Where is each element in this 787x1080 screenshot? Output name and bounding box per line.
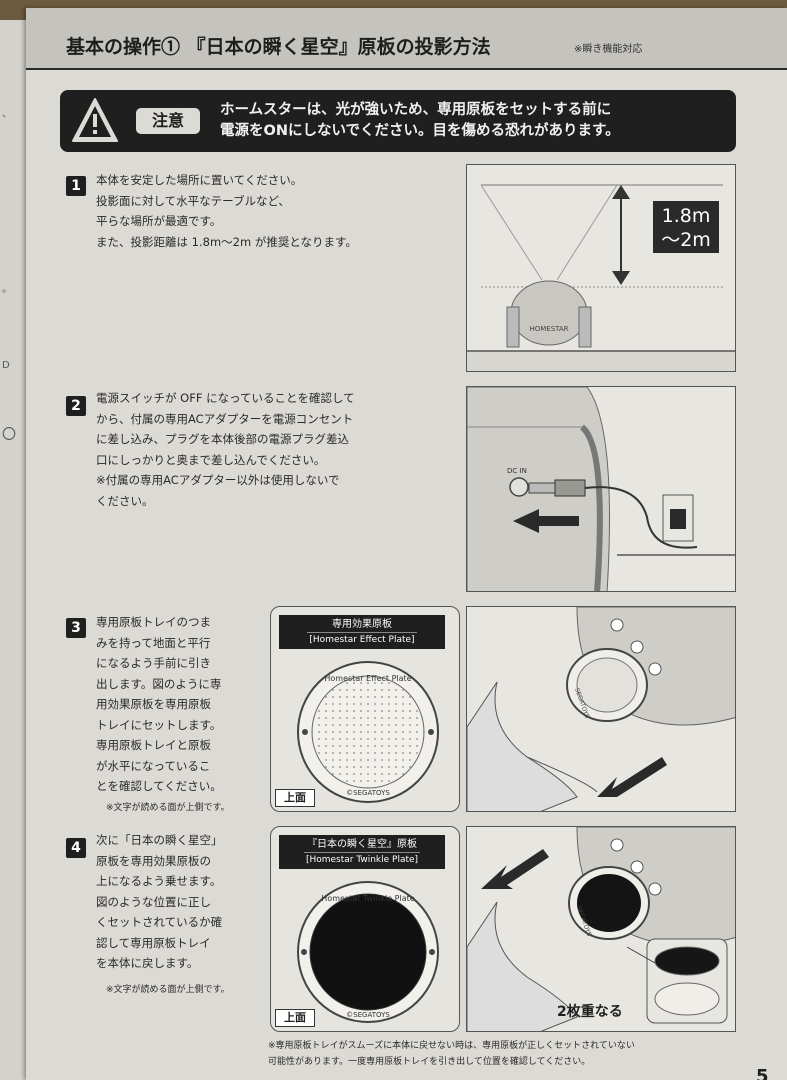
effect-tray-illustration: SEGATOYS: [466, 606, 736, 812]
step-3-text: 専用原板トレイのつま みを持って地面と平行 になるよう手前に引き 出します。図の…: [96, 612, 222, 797]
step-line: 専用原板トレイのつま: [96, 615, 211, 629]
step-line: になるよう手前に引き: [96, 656, 211, 670]
prev-page-mark: 〇: [2, 427, 16, 443]
page-number: 5: [756, 1066, 769, 1080]
twinkle-tray-illustration: SEGATOYS 2枚重なる: [466, 826, 736, 1032]
step-line: くセットされているか確: [96, 915, 223, 929]
twinkle-plate-label: 『日本の瞬く星空』原板 [Homestar Twinkle Plate]: [279, 835, 445, 869]
step-2-text: 電源スイッチが OFF になっていることを確認して から、付属の専用ACアダプタ…: [96, 388, 355, 511]
page-title: 基本の操作① 『日本の瞬く星空』原板の投影方法: [66, 36, 491, 58]
step-number: 1: [66, 176, 86, 196]
page-header: 基本の操作① 『日本の瞬く星空』原板の投影方法 ※瞬き機能対応: [26, 8, 787, 70]
manual-page: 基本の操作① 『日本の瞬く星空』原板の投影方法 ※瞬き機能対応 注意 ホームスタ…: [26, 8, 787, 1080]
step-number: 2: [66, 396, 86, 416]
effect-plate-title: 専用効果原板: [332, 619, 392, 630]
step-line: 次に「日本の瞬く星空」: [96, 833, 223, 847]
twinkle-plate-box: 『日本の瞬く星空』原板 [Homestar Twinkle Plate] Hom…: [270, 826, 460, 1032]
step-line: に差し込み、プラグを本体後部の電源プラグ差込: [96, 432, 349, 446]
distance-label: 1.8m 〜2m: [653, 201, 719, 253]
effect-plate-disc: Homestar Effect Plate ©SEGATOYS: [297, 661, 439, 803]
effect-plate-subtitle: [Homestar Effect Plate]: [307, 632, 417, 648]
power-connection-diagram: DC IN: [467, 387, 735, 591]
dc-in-label: DC IN: [507, 467, 527, 475]
distance-line: 〜2m: [661, 229, 711, 251]
footer-note-line: 可能性があります。一度専用原板トレイを引き出して位置を確認してください。: [268, 1057, 591, 1067]
step-line: とを確認してください。: [96, 779, 222, 793]
power-illustration: DC IN: [466, 386, 736, 592]
twinkle-plate-subtitle: [Homestar Twinkle Plate]: [303, 852, 421, 868]
step-line: 図のような位置に正し: [96, 894, 211, 909]
step-line: ※付属の専用ACアダプター以外は使用しないで: [96, 473, 340, 487]
step-line: 電源スイッチが OFF になっていることを確認して: [96, 391, 355, 405]
step-line: ください。: [96, 493, 154, 508]
effect-plate-label: 専用効果原板 [Homestar Effect Plate]: [279, 615, 445, 649]
step-line: 専用原板トレイと原板: [96, 738, 211, 752]
step-line: 原板を専用効果原板の: [96, 853, 211, 868]
caution-line: ホームスターは、光が強いため、専用原板をセットする前に: [220, 102, 612, 118]
caution-label: 注意: [136, 108, 200, 134]
twinkle-plate-disc: Homestar Twinkle Plate ©SEGATOYS: [297, 881, 439, 1023]
tray-twinkle-diagram: SEGATOYS: [467, 827, 735, 1031]
projection-diagram: HOMESTAR: [467, 184, 735, 371]
step-line: が水平になっているこ: [96, 758, 211, 773]
footer-note-line: ※専用原板トレイがスムーズに本体に戻せない時は、専用原板が正しくセットされていな…: [268, 1041, 635, 1051]
twinkle-top-label: 上面: [275, 1009, 315, 1027]
step-4-text: 次に「日本の瞬く星空」 原板を専用効果原板の 上になるよう乗せます。 図のような…: [96, 830, 223, 974]
effect-top-label: 上面: [275, 789, 315, 807]
step-line: 口にしっかりと奥まで差し込んでください。: [96, 452, 326, 467]
caution-banner: 注意 ホームスターは、光が強いため、専用原板をセットする前に 電源をONにしない…: [60, 90, 736, 152]
device-label: HOMESTAR: [529, 325, 568, 333]
step-3-note: ※文字が読める面が上側です。: [106, 803, 230, 813]
caution-text: ホームスターは、光が強いため、専用原板をセットする前に 電源をONにしないでくだ…: [220, 100, 620, 142]
step-line: 本体を安定した場所に置いてください。: [96, 173, 303, 187]
step-line: 上になるよう乗せます。: [96, 874, 222, 888]
prev-page-mark: D: [2, 360, 10, 371]
effect-ring-top: Homestar Effect Plate: [324, 674, 411, 683]
step-line: 出します。図のように専: [96, 676, 222, 691]
header-note: ※瞬き機能対応: [574, 44, 643, 55]
two-plates-label: 2枚重なる: [557, 1004, 623, 1020]
twinkle-ring-bottom: ©SEGATOYS: [346, 1011, 390, 1019]
effect-ring-bottom: ©SEGATOYS: [346, 789, 390, 797]
step-number: 4: [66, 838, 86, 858]
step-line: 用効果原板を専用原板: [96, 697, 211, 711]
step-1-text: 本体を安定した場所に置いてください。 投影面に対して水平なテーブルなど、 平らな…: [96, 170, 357, 252]
warning-triangle-icon: [72, 98, 118, 142]
twinkle-ring-top: Homestar Twinkle Plate: [321, 894, 414, 903]
step-number: 3: [66, 618, 86, 638]
step-line: を本体に戻します。: [96, 956, 199, 970]
previous-page-edge: 、 。 D 〇: [0, 20, 28, 1080]
prev-page-mark: 、: [2, 109, 12, 120]
tray-effect-diagram: SEGATOYS: [467, 607, 735, 811]
twinkle-plate-title: 『日本の瞬く星空』原板: [307, 839, 417, 850]
step-line: 投影面に対して水平なテーブルなど、: [96, 193, 290, 208]
step-line: トレイにセットします。: [96, 717, 222, 732]
step-line: 認して専用原板トレイ: [96, 935, 211, 950]
effect-plate-box: 専用効果原板 [Homestar Effect Plate] Homestar …: [270, 606, 460, 812]
prev-page-mark: 。: [2, 284, 12, 295]
distance-illustration: HOMESTAR 1.8m 〜2m: [466, 164, 736, 372]
step-line: 平らな場所が最適です。: [96, 214, 222, 228]
distance-line: 1.8m: [661, 205, 711, 227]
caution-line: 電源をONにしないでください。目を傷める恐れがあります。: [220, 123, 620, 139]
step-line: また、投影距離は 1.8m〜2m が推奨となります。: [96, 234, 357, 249]
step-4-note: ※文字が読める面が上側です。: [106, 985, 230, 995]
step-line: みを持って地面と平行: [96, 635, 211, 650]
step-line: から、付属の専用ACアダプターを電源コンセント: [96, 411, 354, 426]
